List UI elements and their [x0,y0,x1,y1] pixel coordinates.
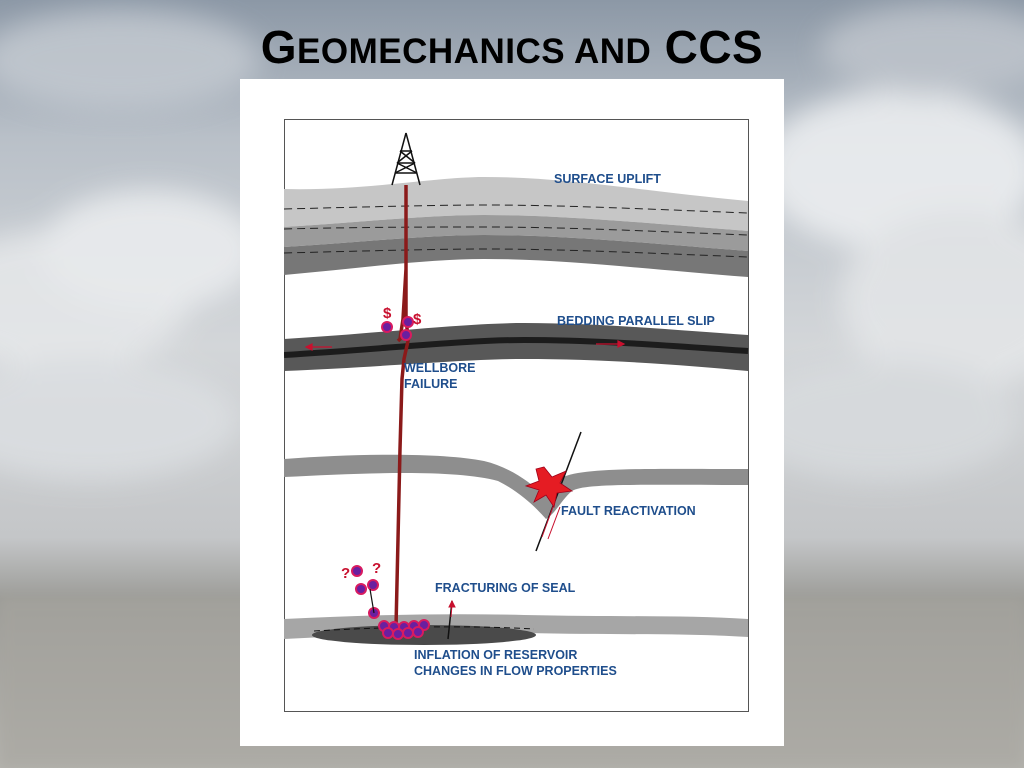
question-mark-right: ? [372,560,381,577]
slide-title: GEOMECHANICS AND CCS [0,20,1024,74]
label-wellbore-failure-line2: FAILURE [404,377,457,391]
dollar-sign-right: $ [413,311,422,328]
label-bedding-parallel-slip: BEDDING PARALLEL SLIP [557,314,715,328]
label-fracturing-of-seal: FRACTURING OF SEAL [435,581,576,595]
diagram-panel: $ $ ? ? SURFACE UPLIFT BEDDING PARALLEL … [240,79,784,746]
label-fault-reactivation: FAULT REACTIVATION [561,504,696,518]
label-inflation-of-reservoir: INFLATION OF RESERVOIR [414,648,577,662]
title-first-letter: G [261,21,297,73]
dollar-sign-left: $ [383,305,392,322]
label-changes-in-flow-properties: CHANGES IN FLOW PROPERTIES [414,664,617,678]
question-mark-left: ? [341,565,350,582]
title-acronym: CCS [665,21,764,73]
label-wellbore-failure-line1: WELLBORE [404,361,476,375]
title-rest: EOMECHANICS AND [297,32,651,71]
geomechanics-diagram: $ $ ? ? SURFACE UPLIFT BEDDING PARALLEL … [284,119,750,713]
label-surface-uplift: SURFACE UPLIFT [554,172,661,186]
